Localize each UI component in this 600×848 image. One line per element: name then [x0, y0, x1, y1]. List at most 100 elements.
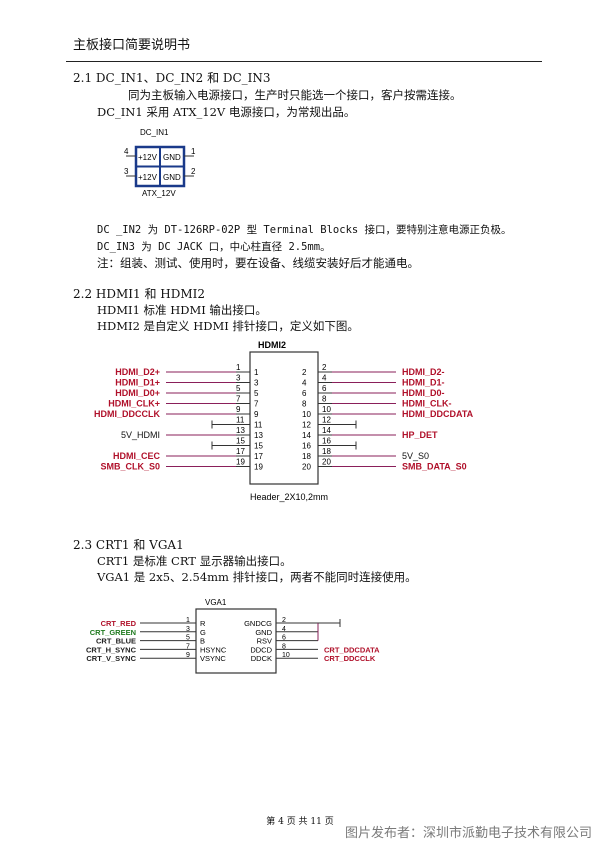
hdmi2-left-pin-number: 9	[236, 405, 241, 414]
hdmi2-right-pin-number: 2	[322, 363, 327, 372]
section-2-1-heading: 2.1 DC_IN1、DC_IN2 和 DC_IN3	[73, 71, 271, 85]
dc-in1-cell-2: GND	[163, 153, 181, 162]
hdmi2-left-pin-number: 7	[236, 395, 241, 404]
hdmi2-right-signal-label: HP_DET	[402, 430, 438, 440]
hdmi2-left-signal-label: 5V_HDMI	[121, 430, 160, 440]
section-2-1-paragraph-1: 同为主板输入电源接口，生产时只能选一个接口，客户按需连接。	[128, 88, 462, 102]
section-2-1-note: 注：组装、测试、使用时，要在设备、线缆安装好后才能通电。	[97, 256, 419, 270]
hdmi2-left-inner-pin-number: 17	[254, 452, 263, 461]
hdmi2-right-signal-label: HDMI_D0-	[402, 388, 445, 398]
vga1-right-signal-label: CRT_DDCDATA	[324, 645, 380, 654]
hdmi2-right-signal-label: SMB_DATA_S0	[402, 462, 467, 472]
vga1-left-pin-number: 1	[186, 617, 190, 624]
hdmi2-left-inner-pin-number: 11	[254, 421, 263, 430]
hdmi2-left-signal-label: HDMI_CEC	[113, 451, 161, 461]
hdmi2-left-signal-label: HDMI_D0+	[115, 388, 160, 398]
hdmi2-right-inner-pin-number: 18	[302, 452, 311, 461]
vga1-left-signal-label: CRT_H_SYNC	[86, 645, 137, 654]
hdmi2-right-inner-pin-number: 8	[302, 400, 307, 409]
hdmi2-right-inner-pin-number: 20	[302, 463, 311, 472]
vga1-left-signal-label: CRT_GREEN	[90, 628, 136, 637]
section-2-1-paragraph-2: DC_IN1 采用 ATX_12V 电源接口，为常规出品。	[97, 105, 356, 119]
hdmi2-schematic: HDMI2 Header_2X10,2mm 1122HDMI_D2+HDMI_D…	[94, 340, 474, 502]
vga1-right-pin-number: 8	[282, 643, 286, 650]
hdmi2-left-signal-label: HDMI_CLK+	[108, 399, 160, 409]
dc-in1-pin-1: 1	[191, 147, 196, 156]
hdmi2-right-pin-number: 18	[322, 447, 331, 456]
vga1-right-inner-label: DDCD	[250, 645, 272, 654]
hdmi2-right-pin-number: 4	[322, 374, 327, 383]
hdmi2-right-pin-number: 14	[322, 426, 331, 435]
section-2-3-heading: 2.3 CRT1 和 VGA1	[73, 538, 184, 552]
hdmi2-right-inner-pin-number: 12	[302, 421, 311, 430]
vga1-right-pin-number: 6	[282, 635, 286, 642]
vga1-ref: VGA1	[205, 598, 227, 607]
section-2-2-paragraph-1: HDMI1 标准 HDMI 输出接口。	[97, 303, 267, 317]
section-2-3-paragraph-2: VGA1 是 2x5、2.54mm 排针接口，两者不能同时连接使用。	[97, 570, 417, 584]
hdmi2-left-pin-number: 11	[236, 416, 245, 425]
hdmi2-right-inner-pin-number: 14	[302, 431, 311, 440]
vga1-left-pin-number: 3	[186, 626, 190, 633]
hdmi2-right-inner-pin-number: 10	[302, 410, 311, 419]
document-header-title: 主板接口简要说明书	[73, 38, 191, 53]
vga1-left-signal-label: CRT_BLUE	[96, 637, 136, 646]
dc-in1-pin-4: 4	[124, 147, 129, 156]
dc-in1-pin-3: 3	[124, 167, 129, 176]
hdmi2-right-pin-number: 8	[322, 395, 327, 404]
hdmi2-left-pin-number: 13	[236, 426, 245, 435]
vga1-right-inner-label: DDCK	[251, 654, 272, 663]
dc-in1-pin-2: 2	[191, 167, 196, 176]
vga1-right-signal-label: CRT_DDCCLK	[324, 654, 376, 663]
vga1-left-inner-label: VSYNC	[200, 654, 226, 663]
vga1-right-pin-number: 2	[282, 617, 286, 624]
hdmi2-right-signal-label: 5V_S0	[402, 451, 429, 461]
hdmi2-left-pin-number: 15	[236, 437, 245, 446]
section-2-2-heading: 2.2 HDMI1 和 HDMI2	[73, 287, 206, 301]
hdmi2-left-inner-pin-number: 5	[254, 389, 259, 398]
vga1-left-signal-label: CRT_RED	[101, 619, 137, 628]
hdmi2-right-inner-pin-number: 16	[302, 442, 311, 451]
hdmi2-right-signal-label: HDMI_D1-	[402, 378, 445, 388]
section-2-1-paragraph-4: DC_IN3 为 DC JACK 口，中心柱直径 2.5mm。	[97, 241, 331, 253]
page-number: 第 4 页 共 11 页	[266, 817, 334, 827]
hdmi2-right-pin-number: 6	[322, 384, 327, 393]
vga1-right-inner-label: GNDCG	[244, 619, 272, 628]
hdmi2-left-pin-number: 19	[236, 458, 245, 467]
hdmi2-right-pin-number: 16	[322, 437, 331, 446]
vga1-right-pin-number: 4	[282, 626, 286, 633]
hdmi2-left-inner-pin-number: 15	[254, 442, 263, 451]
dc-in1-part: ATX_12V	[142, 189, 176, 198]
vga1-left-inner-label: G	[200, 628, 206, 637]
hdmi2-left-inner-pin-number: 9	[254, 410, 259, 419]
hdmi2-right-inner-pin-number: 4	[302, 379, 307, 388]
hdmi2-left-signal-label: HDMI_DDCCLK	[94, 409, 160, 419]
hdmi2-right-inner-pin-number: 2	[302, 368, 307, 377]
header-divider	[66, 61, 542, 62]
section-2-1-paragraph-3: DC _IN2 为 DT-126RP-02P 型 Terminal Blocks…	[97, 224, 512, 236]
hdmi2-right-signal-label: HDMI_CLK-	[402, 399, 452, 409]
hdmi2-right-pin-number: 10	[322, 405, 331, 414]
vga1-left-inner-label: HSYNC	[200, 645, 227, 654]
vga1-left-pin-number: 9	[186, 652, 190, 659]
vga1-left-pin-number: 7	[186, 643, 190, 650]
dc-in1-cell-4: GND	[163, 173, 181, 182]
hdmi2-part: Header_2X10,2mm	[250, 492, 328, 502]
hdmi2-left-inner-pin-number: 7	[254, 400, 259, 409]
hdmi2-right-signal-label: HDMI_DDCDATA	[402, 409, 474, 419]
hdmi2-left-pin-number: 3	[236, 374, 241, 383]
hdmi2-ref: HDMI2	[258, 340, 286, 350]
vga1-left-inner-label: B	[200, 637, 205, 646]
watermark-publisher: 图片发布者：深圳市派勤电子技术有限公司	[344, 826, 592, 841]
vga1-left-signal-label: CRT_V_SYNC	[86, 654, 136, 663]
hdmi2-right-pin-number: 12	[322, 416, 331, 425]
dc-in1-schematic: DC_IN1 +12V GND +12V GND 4 1 3 2 ATX_12V	[124, 128, 196, 198]
hdmi2-right-signal-label: HDMI_D2-	[402, 367, 445, 377]
vga1-right-pin-number: 10	[282, 652, 290, 659]
hdmi2-right-pin-number: 20	[322, 458, 331, 467]
hdmi2-right-inner-pin-number: 6	[302, 389, 307, 398]
hdmi2-left-signal-label: HDMI_D2+	[115, 367, 160, 377]
vga1-right-inner-label: RSV	[257, 637, 272, 646]
hdmi2-left-inner-pin-number: 1	[254, 368, 259, 377]
section-2-2-paragraph-2: HDMI2 是自定义 HDMI 排针接口，定义如下图。	[97, 319, 359, 333]
